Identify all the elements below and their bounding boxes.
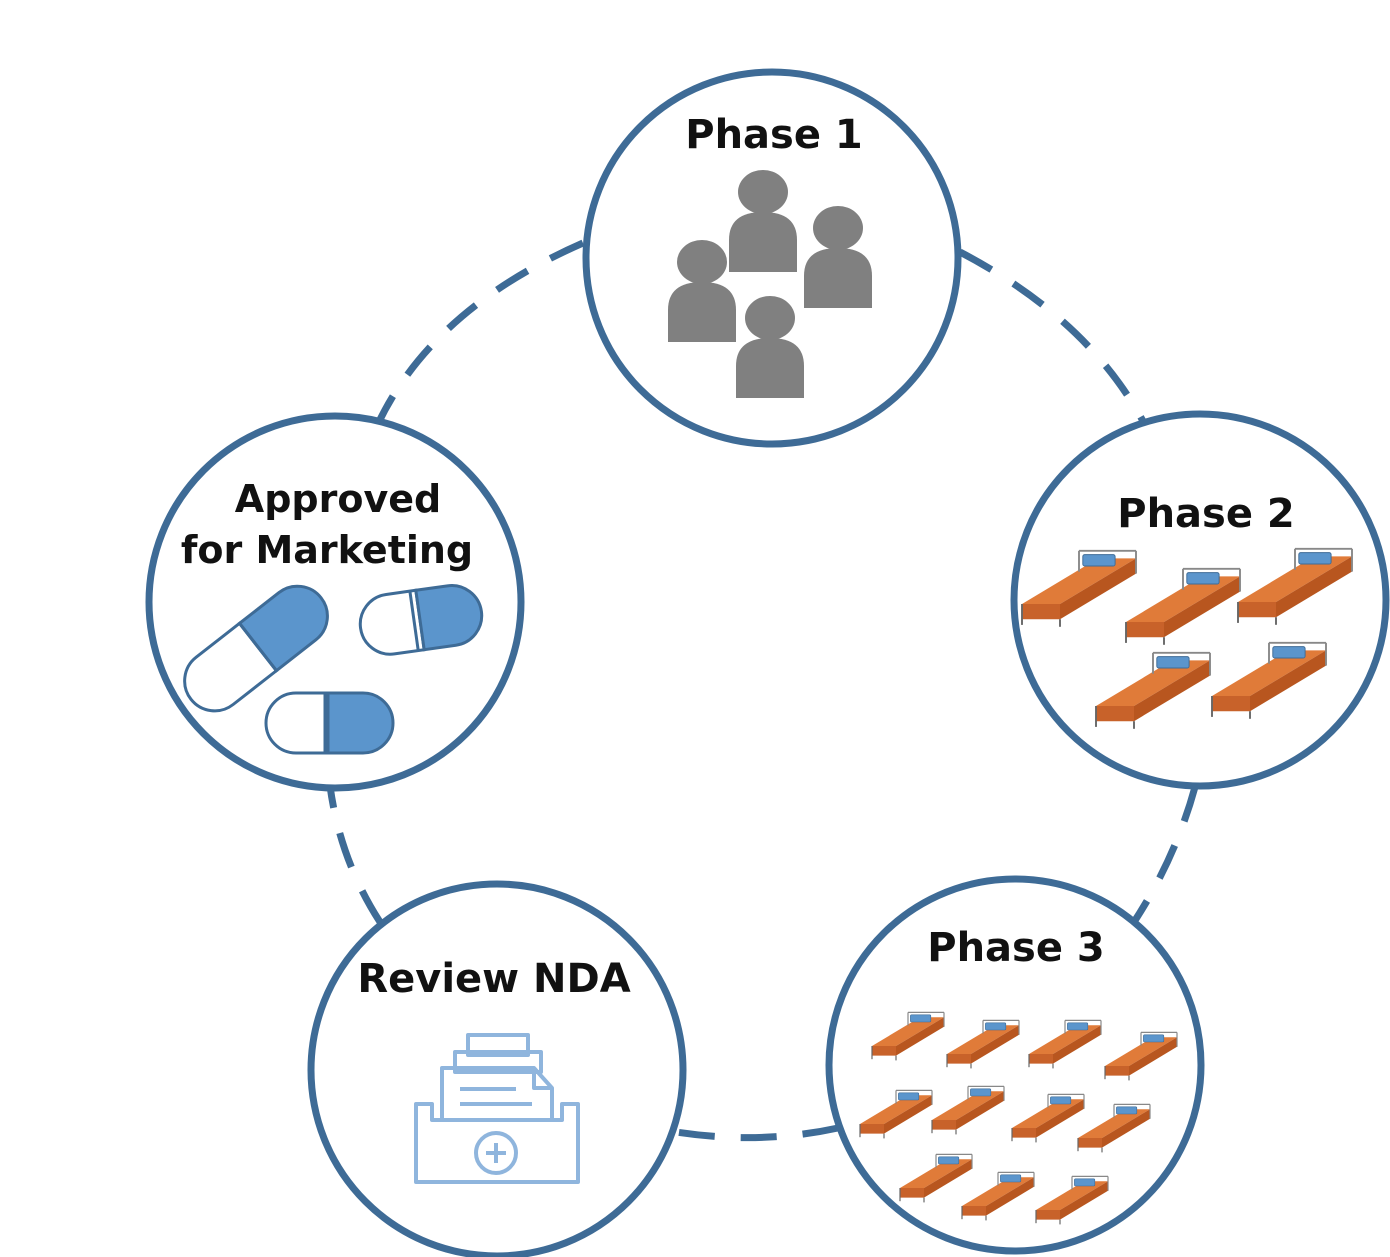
- connector-phase3-review: [675, 1124, 839, 1142]
- connector-phase1-phase2: [958, 248, 1149, 427]
- stage-phase-1: Phase 1: [582, 68, 962, 448]
- stage-label-review-nda: Review NDA: [357, 956, 630, 1002]
- stage-phase-3: Phase 3: [825, 875, 1205, 1255]
- stage-approved-for-marketing: Approved for Marketing: [145, 412, 525, 792]
- capsules-icon: [183, 584, 484, 755]
- stage-label-phase-2: Phase 2: [1117, 491, 1294, 537]
- stage-label-approved-line-1: Approved: [235, 477, 441, 521]
- stage-phase-2: Phase 2: [1010, 410, 1390, 790]
- stage-review-nda: Review NDA: [307, 880, 687, 1257]
- stage-label-phase-3: Phase 3: [927, 925, 1104, 971]
- connector-phase2-phase3: [1129, 786, 1199, 927]
- cycle-connectors: [326, 239, 1199, 1142]
- file-drawer-icon: [414, 1033, 580, 1184]
- connector-approved-phase1: [372, 239, 585, 430]
- connector-review-approved: [326, 785, 383, 924]
- stage-label-phase-1: Phase 1: [685, 112, 862, 158]
- stage-label-approved-line-2: for Marketing: [181, 528, 473, 572]
